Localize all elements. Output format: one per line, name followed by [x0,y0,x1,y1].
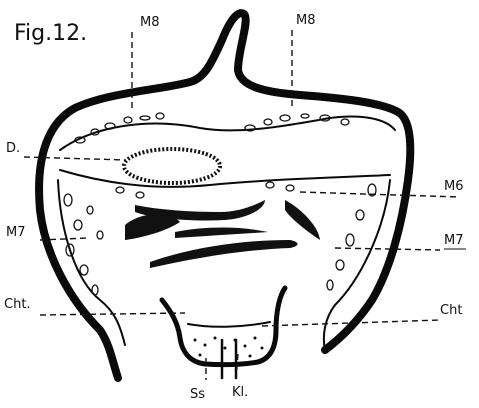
dark-right-mass [285,200,320,240]
label-m8-right: M8 [296,13,316,28]
label-m8-left: M8 [140,15,160,30]
label-d: D. [6,141,20,156]
label-m7-left: M7 [6,225,26,240]
label-ss: Ss [190,387,205,402]
label-m7-right: M7 [444,233,464,248]
cellular-texture [64,113,376,295]
central-oval-structure [124,149,220,183]
lower-cartilage-dots [194,337,264,358]
label-cht-left: Cht. [4,297,31,312]
leader-m6 [300,192,460,197]
label-cht-right: Cht [440,303,462,318]
dark-fold-streak [175,228,268,239]
figure-title: Fig.12. [14,21,87,46]
lower-cartilage-inner [188,322,270,327]
leader-cht-left [40,313,185,315]
leader-m7-right [335,248,440,250]
inner-band-lower [60,170,390,187]
label-kl: Kl. [232,385,248,400]
central-stalk [222,340,236,378]
dark-curved-streak [150,240,298,268]
inner-dorsal-band [60,117,395,151]
dark-left-mass [125,214,180,240]
label-m6: M6 [444,179,464,194]
